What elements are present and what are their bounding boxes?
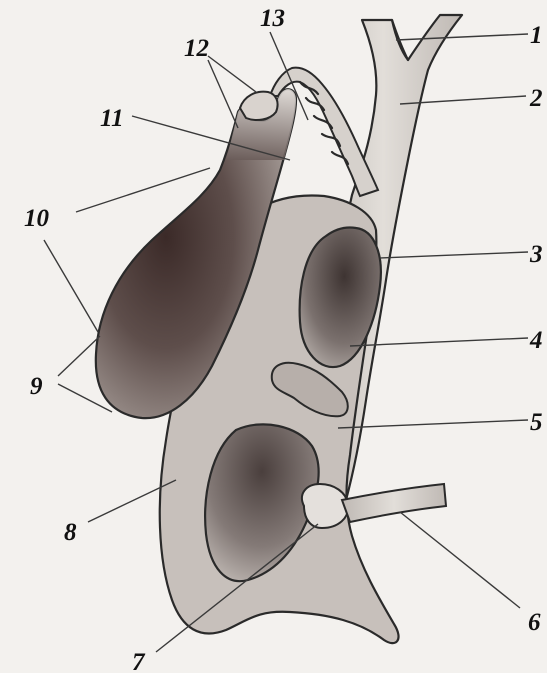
label-9: 9: [30, 373, 43, 400]
label-12: 12: [184, 35, 209, 62]
duodenal-papilla: [302, 484, 348, 528]
label-5: 5: [530, 409, 543, 436]
label-6: 6: [528, 609, 541, 636]
label-2: 2: [529, 85, 543, 112]
label-10: 10: [24, 205, 50, 232]
label-8: 8: [64, 519, 77, 546]
label-7: 7: [132, 649, 146, 673]
label-11: 11: [100, 105, 124, 132]
label-1: 1: [530, 22, 543, 49]
label-13: 13: [260, 5, 285, 32]
label-3: 3: [529, 241, 543, 268]
label-4: 4: [529, 327, 543, 354]
